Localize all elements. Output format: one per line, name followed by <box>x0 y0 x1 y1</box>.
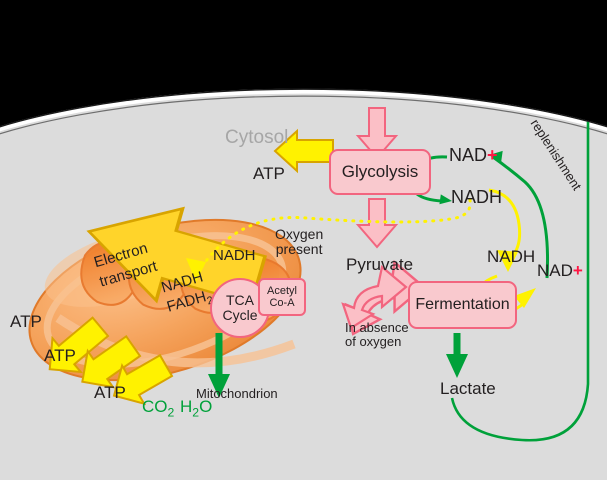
arrow-to-glycolysis <box>355 107 399 160</box>
atp-output-arrows <box>48 316 174 406</box>
electron-transport-arrow <box>86 206 267 306</box>
fermentation-label: Fermentation <box>415 296 510 313</box>
replenishment-arc <box>492 155 549 279</box>
h2o-label: H2O <box>180 397 213 420</box>
cytosol-label: Cytosol <box>225 127 289 148</box>
nad-plus-glycolysis-label: NAD+ <box>449 145 498 165</box>
nad-plus-fermentation-superscript: + <box>572 261 583 280</box>
acetyl-coa-label: Acetyl Co-A <box>267 285 297 309</box>
tca-cycle-label: TCA Cycle <box>222 291 258 323</box>
pyruvate-label: Pyruvate <box>346 255 414 274</box>
atp-cytosol-label: ATP <box>253 164 285 183</box>
fermentation-loop-arrowhead-2 <box>514 288 536 308</box>
nad-plus-superscript: + <box>487 145 498 165</box>
absence-of-oxygen-label: In absence of oxygen <box>345 320 409 349</box>
nadh-shuttle-dotted-line <box>194 198 472 278</box>
nadh-shuttle-arrowhead <box>186 258 206 282</box>
arrow-fermentation-to-lactate <box>446 333 468 378</box>
co2-h2o-arrow <box>208 333 230 398</box>
oxygen-present-label: Oxygen present <box>275 226 324 257</box>
nadh-fermentation-label: NADH <box>487 247 536 266</box>
atp-label-3: ATP <box>94 383 126 402</box>
acetyl-coa-node[interactable]: Acetyl Co-A <box>258 278 306 316</box>
replenishment-arrowhead <box>489 150 503 163</box>
glycolysis-atp-arrow <box>273 128 334 174</box>
atp-label-2: ATP <box>44 346 76 365</box>
lactate-export-line <box>450 118 590 442</box>
glycolysis-label: Glycolysis <box>341 162 419 181</box>
nadh-cytosol-label: NADH <box>451 187 503 207</box>
mitochondrion-label: Mitochondrion <box>196 386 278 401</box>
nad-plus-fermentation-label: NAD+ <box>537 261 583 280</box>
anaerobic-arrow <box>341 264 408 330</box>
fermentation-box[interactable]: Fermentation <box>408 281 517 329</box>
glycolysis-box[interactable]: Glycolysis <box>329 149 431 195</box>
atp-label-1: ATP <box>10 312 42 331</box>
fermentation-loop-arrowhead-1 <box>497 250 518 272</box>
nadh-shuttle-label: NADH <box>213 247 256 264</box>
lactate-label: Lactate <box>440 379 496 398</box>
co2-label: CO2 <box>142 397 175 420</box>
nadh-arrowhead <box>439 194 452 205</box>
